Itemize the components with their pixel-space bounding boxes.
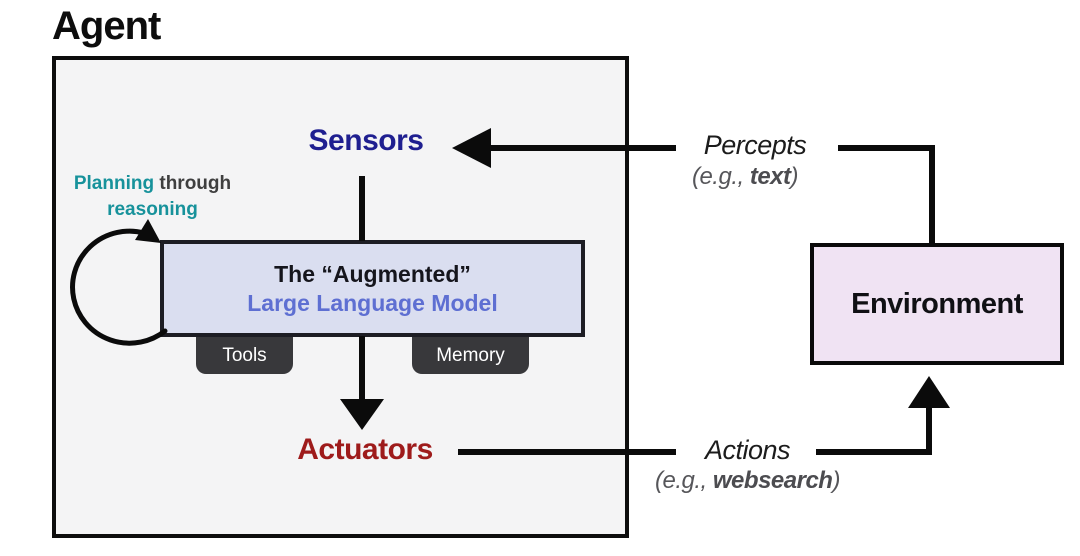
percepts-example-prefix: (e.g., xyxy=(691,163,750,190)
llm-box-line1: The “Augmented” xyxy=(274,260,471,287)
actions-example-bold: websearch xyxy=(712,467,833,494)
environment-label: Environment xyxy=(851,287,1023,320)
percepts-example-suffix: ) xyxy=(790,163,799,190)
tools-tab-label: Tools xyxy=(222,344,267,366)
environment-box: Environment xyxy=(810,243,1064,365)
percepts-example-bold: text xyxy=(749,163,791,190)
actions-example: (e.g., websearch) xyxy=(610,467,885,495)
actuators-label: Actuators xyxy=(297,433,433,466)
planning-through-reasoning-label: Planning through reasoning xyxy=(55,171,250,223)
actions-example-prefix: (e.g., xyxy=(655,467,713,494)
percepts-example: (e.g., text) xyxy=(635,163,855,191)
actions-example-suffix: ) xyxy=(832,467,840,494)
through-word: through xyxy=(159,173,232,194)
percepts-label: Percepts xyxy=(703,130,807,160)
augmented-llm-box: The “Augmented” Large Language Model xyxy=(160,240,585,337)
memory-tab-label: Memory xyxy=(436,344,505,366)
sensors-label: Sensors xyxy=(308,124,424,157)
planning-word: Planning xyxy=(73,173,155,194)
reasoning-word: reasoning xyxy=(107,199,198,220)
up-arrowhead-icon xyxy=(908,376,950,408)
memory-tab: Memory xyxy=(412,337,529,374)
llm-box-line2: Large Language Model xyxy=(247,289,498,316)
actions-label: Actions xyxy=(704,435,791,465)
tools-tab: Tools xyxy=(196,337,293,374)
diagram-title: Agent xyxy=(52,4,161,48)
